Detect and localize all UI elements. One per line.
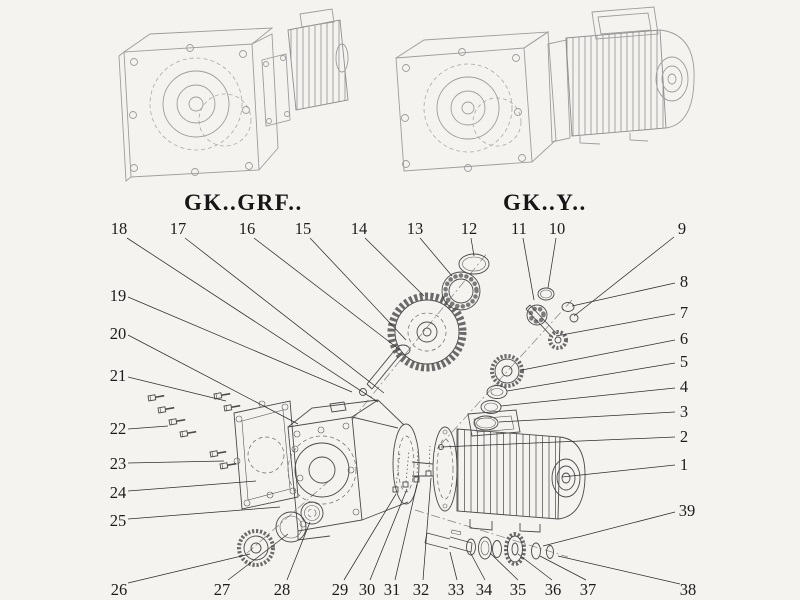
flange-plate bbox=[233, 400, 299, 510]
leader-line-10 bbox=[547, 237, 557, 289]
leader-line-28 bbox=[286, 521, 311, 581]
input-gear-axis bbox=[351, 251, 489, 421]
leader-line-19 bbox=[127, 296, 353, 393]
leader-line-1 bbox=[561, 464, 676, 478]
part-number-27: 27 bbox=[214, 580, 231, 599]
part-number-21: 21 bbox=[110, 366, 127, 385]
leader-line-17 bbox=[184, 237, 385, 394]
model-label-gk-y: GK..Y.. bbox=[503, 190, 587, 215]
part-number-3: 3 bbox=[680, 402, 688, 421]
leader-line-36 bbox=[517, 553, 553, 581]
leader-line-14 bbox=[364, 237, 425, 297]
leader-line-33 bbox=[449, 551, 458, 581]
motor-illustration bbox=[565, 6, 695, 145]
input-gear-stack bbox=[359, 253, 490, 396]
output-axis-left bbox=[245, 479, 331, 555]
part-number-6: 6 bbox=[680, 329, 688, 348]
part-number-39: 39 bbox=[679, 501, 696, 520]
part-number-16: 16 bbox=[239, 219, 256, 238]
part-number-34: 34 bbox=[476, 580, 493, 599]
part-number-11: 11 bbox=[511, 219, 527, 238]
part-number-23: 23 bbox=[110, 454, 127, 473]
leader-line-38 bbox=[557, 555, 681, 585]
pinion-axis bbox=[433, 299, 573, 453]
leader-line-30 bbox=[369, 488, 408, 581]
part-number-25: 25 bbox=[110, 511, 127, 530]
exploded-view bbox=[147, 251, 586, 567]
part-number-30: 30 bbox=[359, 580, 376, 599]
leader-line-13 bbox=[419, 237, 453, 277]
part-number-5: 5 bbox=[680, 352, 688, 371]
part-number-24: 24 bbox=[110, 483, 127, 502]
output-shaft-assembly bbox=[424, 529, 554, 566]
leader-line-4 bbox=[500, 387, 676, 407]
part-number-29: 29 bbox=[332, 580, 349, 599]
part-number-32: 32 bbox=[413, 580, 430, 599]
part-number-8: 8 bbox=[680, 272, 688, 291]
leader-line-34 bbox=[469, 551, 486, 581]
part-number-36: 36 bbox=[545, 580, 562, 599]
leader-line-9 bbox=[573, 236, 675, 317]
part-number-20: 20 bbox=[110, 324, 127, 343]
leader-line-24 bbox=[127, 480, 257, 492]
part-number-22: 22 bbox=[110, 419, 127, 438]
part-number-1: 1 bbox=[680, 455, 688, 474]
mounting-bolts bbox=[147, 390, 242, 470]
leader-line-22 bbox=[127, 425, 169, 430]
leader-line-11 bbox=[522, 237, 535, 301]
part-number-18: 18 bbox=[111, 219, 128, 238]
leader-line-5 bbox=[506, 362, 676, 392]
illustration-gk-y bbox=[395, 6, 695, 172]
part-number-9: 9 bbox=[678, 219, 686, 238]
part-number-12: 12 bbox=[461, 219, 478, 238]
leader-line-37 bbox=[539, 555, 587, 581]
leader-line-2 bbox=[440, 436, 676, 448]
leader-line-7 bbox=[555, 313, 676, 337]
leader-line-27 bbox=[227, 533, 289, 581]
part-number-7: 7 bbox=[680, 303, 688, 322]
fan-cover-fins bbox=[287, 8, 349, 111]
leader-line-25 bbox=[127, 506, 281, 520]
part-number-26: 26 bbox=[111, 580, 128, 599]
leader-line-16 bbox=[253, 237, 401, 351]
leader-line-39 bbox=[542, 511, 676, 547]
part-number-13: 13 bbox=[407, 219, 424, 238]
leader-line-29 bbox=[343, 493, 397, 581]
leader-line-3 bbox=[498, 411, 676, 423]
leader-line-26 bbox=[127, 553, 251, 584]
leader-line-23 bbox=[127, 460, 225, 464]
output-bearing-cluster bbox=[237, 501, 324, 567]
part-number-2: 2 bbox=[680, 427, 688, 446]
leader-line-8 bbox=[571, 282, 676, 307]
part-number-37: 37 bbox=[580, 580, 597, 599]
part-number-15: 15 bbox=[295, 219, 312, 238]
part-number-28: 28 bbox=[274, 580, 291, 599]
leader-line-6 bbox=[521, 339, 676, 371]
pinion-stack bbox=[473, 287, 579, 431]
leader-line-35 bbox=[489, 552, 519, 581]
part-number-10: 10 bbox=[549, 219, 566, 238]
leader-line-32 bbox=[422, 477, 432, 581]
leader-line-31 bbox=[394, 483, 418, 581]
leader-line-12 bbox=[470, 237, 475, 257]
flange-fasteners bbox=[392, 444, 444, 493]
part-number-19: 19 bbox=[110, 286, 127, 305]
leader-line-18 bbox=[126, 237, 379, 403]
part-number-17: 17 bbox=[170, 219, 187, 238]
part-number-4: 4 bbox=[680, 377, 688, 396]
part-number-35: 35 bbox=[510, 580, 527, 599]
part-number-38: 38 bbox=[680, 580, 697, 599]
part-number-33: 33 bbox=[448, 580, 465, 599]
part-number-31: 31 bbox=[384, 580, 401, 599]
leader-line-20 bbox=[127, 334, 299, 425]
model-label-gk-grf: GK..GRF.. bbox=[184, 190, 303, 215]
leader-line-15 bbox=[309, 237, 407, 341]
part-number-14: 14 bbox=[351, 219, 368, 238]
output-axis-right bbox=[414, 509, 569, 558]
motor-exploded bbox=[411, 409, 586, 533]
illustration-gk-grf bbox=[118, 8, 349, 182]
leader-line-21 bbox=[127, 376, 227, 402]
